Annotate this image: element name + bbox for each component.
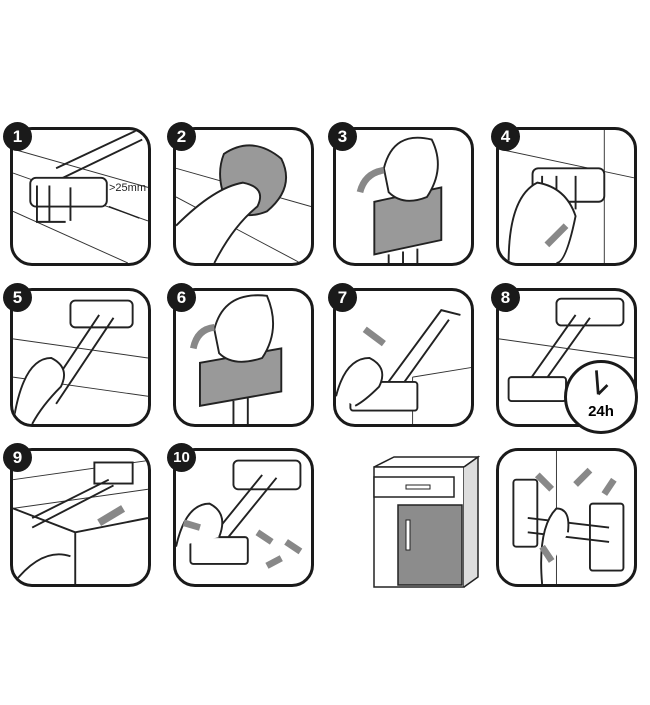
step-4-badge: 4 <box>491 122 520 151</box>
step-5-badge: 5 <box>3 283 32 312</box>
step-7-badge: 7 <box>328 283 357 312</box>
clock-icon: 24h <box>564 360 638 434</box>
installed-lock-panel <box>496 448 637 587</box>
release-lock-illustration <box>176 459 303 569</box>
step-1-badge: 1 <box>3 122 32 151</box>
mark-position-illustration <box>13 130 148 263</box>
step-3-badge: 3 <box>328 122 357 151</box>
step-3-panel <box>333 127 474 266</box>
step-10-badge: 10 <box>167 443 196 472</box>
step-6-panel <box>173 288 314 427</box>
step-8-badge: 8 <box>491 283 520 312</box>
position-lock-illustration <box>13 299 148 424</box>
step-2-panel <box>173 127 314 266</box>
peel-backing-illustration <box>356 136 443 263</box>
step-4-panel <box>496 127 637 266</box>
step-5-panel <box>10 288 151 427</box>
step-6-badge: 6 <box>167 283 196 312</box>
step-7-panel <box>333 288 474 427</box>
attach-base-illustration <box>336 309 471 424</box>
cure-time-label: 24h <box>588 403 614 420</box>
installed-lock-illustration <box>512 451 625 584</box>
clean-surface-illustration <box>176 144 311 263</box>
close-drawer-illustration <box>13 460 148 584</box>
press-latch-illustration <box>499 130 634 263</box>
peel-second-backing-illustration <box>189 294 283 424</box>
step-2-badge: 2 <box>167 122 196 151</box>
step-1-panel: >25mm <box>10 127 151 266</box>
distance-label: >25mm <box>109 182 146 194</box>
step-9-badge: 9 <box>3 443 32 472</box>
cabinet-illustration <box>373 455 480 588</box>
step-10-panel <box>173 448 314 587</box>
wait-cure-illustration <box>499 297 634 402</box>
step-9-panel <box>10 448 151 587</box>
